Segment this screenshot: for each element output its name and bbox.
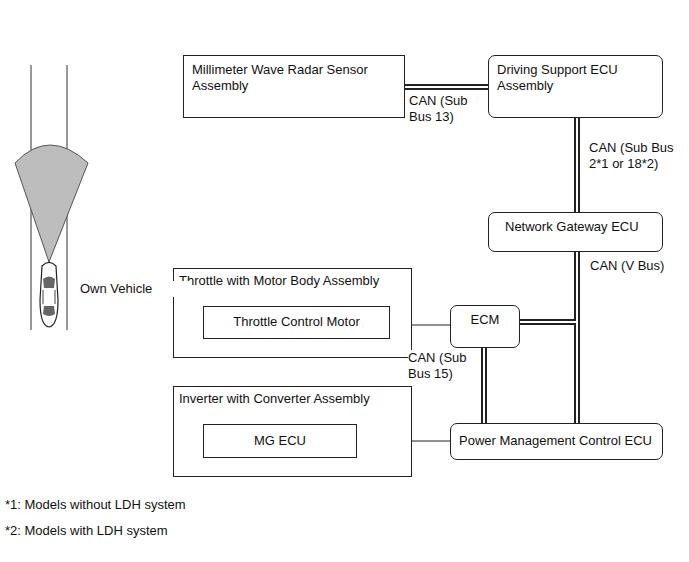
- radar-beam: [15, 145, 88, 262]
- box-text: Inverter with Converter Assembly: [179, 391, 406, 407]
- can-bus-line: [574, 118, 580, 212]
- ecu-box: ECM: [450, 305, 520, 348]
- sensor-box: Millimeter Wave Radar Sensor Assembly: [183, 55, 405, 118]
- footnote: *1: Models without LDH system: [5, 497, 305, 513]
- can-bus-gap: [576, 252, 578, 423]
- ecu-box: Driving Support ECU Assembly: [488, 55, 663, 118]
- gateway-box: Network Gateway ECU: [488, 212, 663, 252]
- bus-label: CAN (Sub Bus 2*1 or 18*2): [589, 140, 684, 173]
- vehicle-icon: [40, 263, 58, 328]
- assembly-box: Throttle with Motor Body AssemblyThrottl…: [173, 268, 412, 358]
- assembly-box: Inverter with Converter Assembly MG ECU: [173, 386, 412, 477]
- box-text: Throttle Control Motor: [210, 314, 383, 330]
- box-text: ECM: [455, 312, 515, 328]
- box-text: Driving Support ECU Assembly: [497, 62, 654, 95]
- bus-label: CAN (V Bus): [590, 258, 680, 274]
- can-bus-gap: [576, 118, 578, 212]
- ecu-box: Power Management Control ECU: [450, 423, 663, 460]
- box-text: Power Management Control ECU: [459, 433, 654, 449]
- ecu-box: MG ECU: [203, 424, 357, 458]
- box-text: Throttle with Motor Body Assembly: [179, 273, 406, 289]
- bus-label: CAN (Sub Bus 15): [408, 350, 470, 383]
- box-text: Millimeter Wave Radar Sensor Assembly: [192, 62, 396, 95]
- can-bus-line: [574, 252, 580, 423]
- can-bus-gap: [405, 86, 488, 88]
- vehicle-label: Own Vehicle: [80, 281, 190, 297]
- can-bus-gap: [483, 348, 485, 423]
- box-text: Network Gateway ECU: [505, 219, 646, 235]
- can-bus-gap: [520, 252, 577, 322]
- box-text: MG ECU: [210, 433, 350, 449]
- can-bus-line: [520, 252, 577, 322]
- motor-box: Throttle Control Motor: [203, 306, 390, 339]
- bus-label: CAN (Sub Bus 13): [409, 93, 471, 126]
- can-bus-line: [481, 348, 487, 423]
- footnote: *2: Models with LDH system: [5, 523, 305, 539]
- can-bus-line: [405, 84, 488, 90]
